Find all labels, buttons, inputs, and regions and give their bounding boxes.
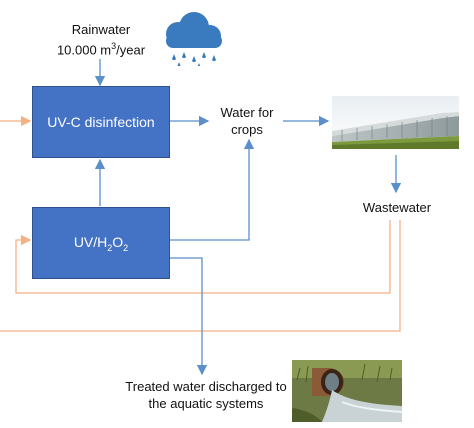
treated-water-label: Treated water discharged to the aquatic …: [122, 378, 290, 412]
water-for-crops-label: Water for crops: [208, 104, 286, 138]
arrow-uvh2o2-to-discharge: [170, 257, 208, 376]
water-for-crops-line1: Water for: [220, 105, 274, 120]
treated-water-line1: Treated water discharged to: [125, 379, 287, 394]
treated-water-line2: the aquatic systems: [148, 396, 264, 411]
wastewater-label: Wastewater: [362, 200, 432, 215]
line-wastewater-outflow: [0, 220, 401, 332]
rainwater-title: Rainwater: [71, 22, 131, 37]
water-for-crops-line2: crops: [231, 122, 263, 137]
uvc-disinfection-box: UV-C disinfection: [32, 86, 170, 158]
rainwater-amount: 10.000 m3/year: [56, 41, 146, 58]
rain-cloud-icon: [166, 12, 222, 66]
uv-h2o2-box: UV/H2O2: [32, 207, 170, 279]
rainwater-label: Rainwater 10.000 m3/year: [40, 21, 162, 58]
uvc-disinfection-label: UV-C disinfection: [47, 114, 155, 130]
uv-h2o2-label: UV/H2O2: [73, 233, 129, 253]
arrow-wastewater-recirculation: [15, 220, 391, 294]
arrow-uvh2o2-to-crops: [170, 138, 255, 241]
greenhouse-image: [332, 96, 459, 149]
discharge-pipe-image: [292, 360, 402, 422]
